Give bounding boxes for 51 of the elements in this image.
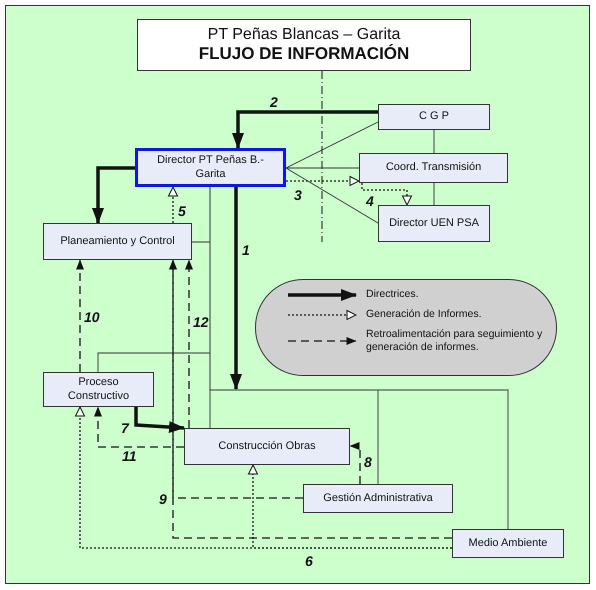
title-box [137,19,471,71]
edge-label: 10 [84,310,100,324]
process-box [378,104,490,130]
arrow [134,407,185,434]
edge-label: 1 [242,243,250,257]
legend-text: Retroalimentación para seguimiento y generación de informes. [366,328,544,354]
node-label: C G P [418,110,450,124]
process-box [452,529,564,558]
edge-label: 7 [121,421,129,435]
process-box [378,205,490,242]
node-label: Planeamiento y Control [59,234,176,248]
arrow [92,166,135,224]
process-box [43,372,154,407]
arrow [168,186,178,223]
arrow [248,464,452,549]
node-label: Coord. Transmisión [384,161,482,175]
node-label: FLUJO DE INFORMACIÓN [198,44,410,65]
node-label: PT Peñas Blancas – Garita [206,25,402,44]
edge-label: 4 [366,194,374,208]
node-label: Medio Ambiente [468,536,548,550]
arrow [232,110,378,149]
process-box [184,428,350,465]
process-box [43,223,192,260]
arrow [286,176,360,186]
process-box [359,153,508,183]
process-box [135,148,286,187]
node-label: Director UEN PSA [388,216,480,230]
arrow [169,260,452,539]
edge-label: 8 [364,455,372,469]
edge-label: 6 [305,554,313,568]
connector-line [286,168,378,224]
node-label: Gestión Administrativa [322,492,434,506]
arrow [76,260,84,372]
arrow [185,260,193,428]
node-label: Proceso Constructivo [66,376,130,403]
connector-line [286,122,378,168]
edge-label: 2 [270,95,278,109]
edge-label: 9 [159,492,167,506]
node-label: Construcción Obras [217,440,317,454]
edge-label: 11 [122,449,137,463]
arrow [350,442,361,484]
arrow [94,406,184,448]
process-box [303,484,453,513]
edge-label: 5 [178,204,186,218]
edge-label: 3 [294,188,302,202]
arrow [230,187,242,390]
arrow [361,183,412,206]
edge-label: 12 [193,315,209,329]
legend-text: Directrices. [366,288,419,302]
node-label: Director PT Peñas B.- Garita [156,154,265,181]
legend-text: Generación de Informes. [366,308,482,322]
